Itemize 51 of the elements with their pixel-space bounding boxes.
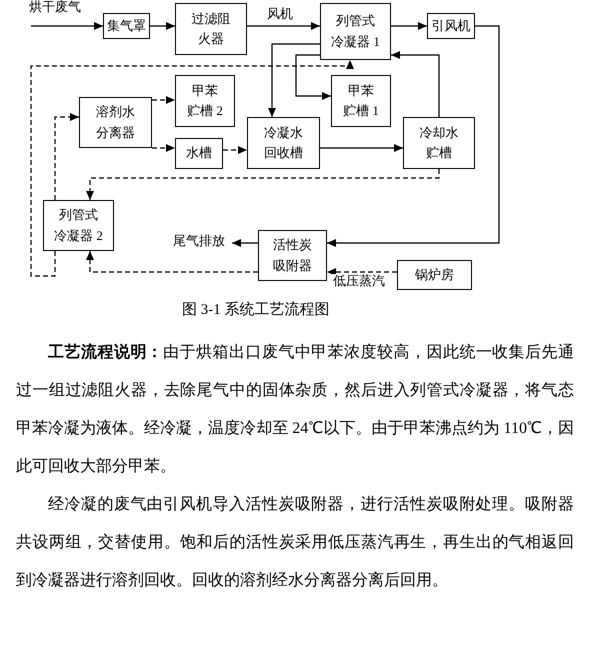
node-label: 活性炭吸附器	[272, 236, 313, 274]
process-box	[320, 3, 391, 60]
node-label: 冷却水贮槽	[418, 124, 460, 162]
edge-label: 风机	[266, 7, 294, 20]
process-box	[247, 117, 320, 169]
arrow	[223, 146, 247, 154]
node-label: 集气罩	[106, 16, 147, 35]
arrow	[327, 25, 500, 247]
arrow	[327, 268, 397, 276]
node-label: 过滤阻火器	[190, 10, 232, 48]
node-label: 水槽	[185, 144, 213, 162]
process-box	[427, 13, 475, 39]
arrow	[247, 22, 320, 30]
arrow	[391, 22, 427, 30]
process-box	[331, 75, 391, 127]
arrow	[152, 144, 175, 152]
arrow	[320, 144, 403, 152]
arrow	[232, 239, 258, 247]
paragraph: 工艺流程说明：由于烘箱出口废气中甲苯浓度较高，因此统一收集后先通过一组过滤阻火器，去除尾气中的固体杂质，然后进入列管式冷凝器，将气态甲苯冷凝为液体。经冷凝，温度冷却至 24℃以下。由于甲苯沸点约为 110℃，因此可回收大部分甲苯。	[16, 342, 574, 477]
node-label: 锅炉房	[414, 266, 455, 284]
node-label: 甲苯贮槽 2	[186, 82, 224, 120]
node-label: 甲苯贮槽 1	[342, 82, 380, 120]
node-label: 冷凝水回收槽	[263, 124, 304, 162]
arrow	[54, 113, 79, 200]
process-box	[397, 260, 472, 290]
edge-label: 低压蒸汽	[332, 274, 386, 287]
figure-caption: 图 3-1 系统工艺流程图	[182, 303, 330, 318]
process-box	[43, 200, 114, 251]
arrow	[30, 60, 354, 277]
process-box	[258, 230, 327, 281]
node-label: 列管式冷凝器 1	[330, 12, 381, 50]
arrow	[391, 51, 440, 117]
arrow	[86, 169, 440, 200]
process-box	[175, 3, 247, 55]
process-box	[79, 97, 152, 148]
arrow	[150, 22, 175, 30]
process-box	[175, 75, 235, 127]
paragraph: 经冷凝的废气由引风机导入活性炭吸附器，进行活性炭吸附处理。吸附器共设两组，交替使用。饱和后的活性炭采用低压蒸汽再生，再生出的气相返回到冷凝器进行溶剂回收。回收的溶剂经水分离器分离后回用。	[16, 494, 574, 591]
process-box	[175, 138, 223, 169]
node-label: 引风机	[430, 16, 472, 35]
node-label: 列管式冷凝器 2	[53, 206, 104, 244]
arrow	[31, 22, 103, 30]
arrow	[268, 43, 320, 117]
edge-label: 烘干废气	[28, 0, 82, 13]
process-box	[403, 117, 475, 169]
arrow	[295, 54, 331, 100]
arrow	[86, 251, 258, 273]
arrow	[152, 96, 175, 104]
node-label: 溶剂水分离器	[95, 103, 136, 142]
edge-label: 尾气排放	[172, 234, 226, 247]
process-box	[103, 13, 150, 39]
